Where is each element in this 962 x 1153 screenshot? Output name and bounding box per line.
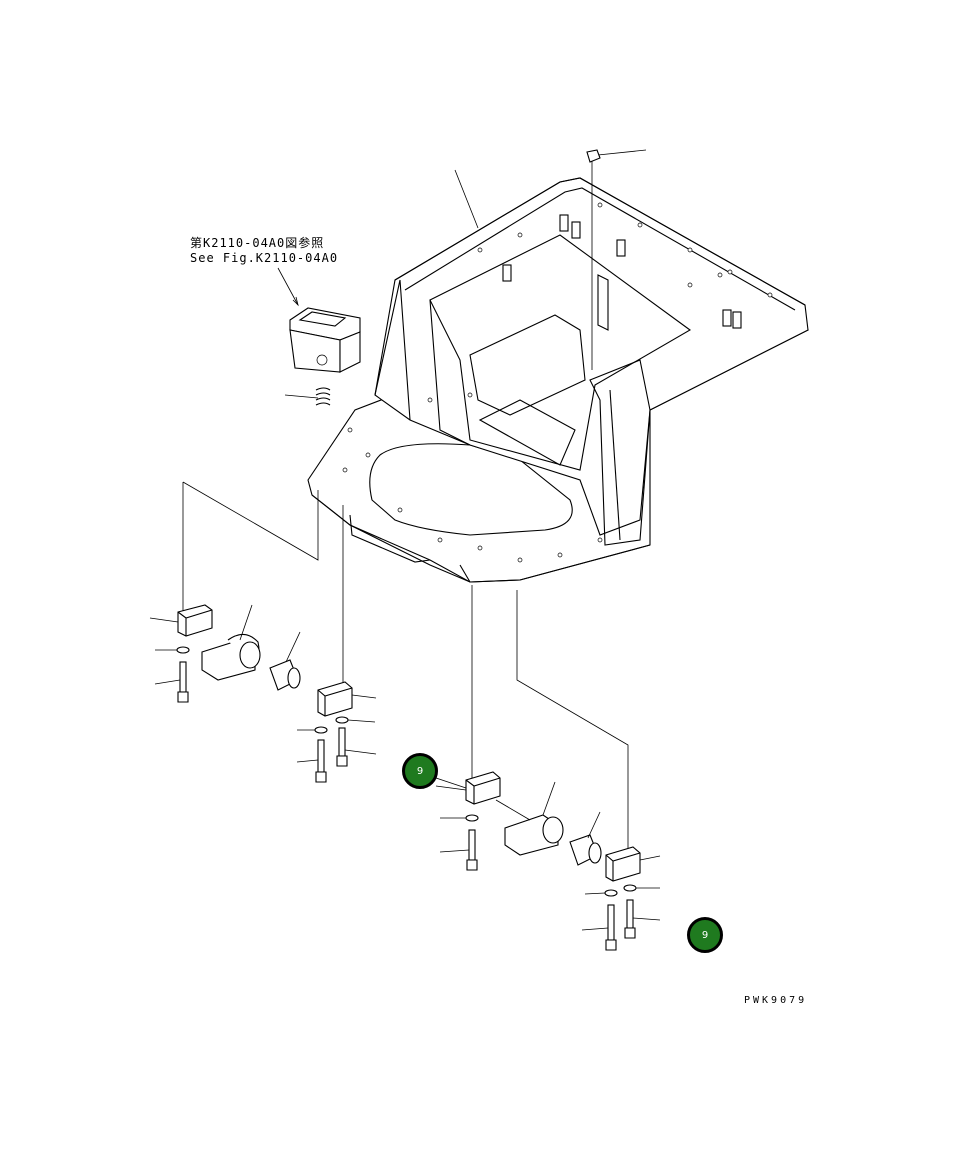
callout-badge-1-label: 9 xyxy=(416,765,424,777)
mount-assembly-left xyxy=(149,481,377,783)
leader-frame xyxy=(454,169,479,229)
callout-badge-2[interactable]: 9 xyxy=(687,917,723,953)
reference-note-jp: 第K2110-04A0図参照 xyxy=(190,236,325,250)
reference-note-en: See Fig.K2110-04A0 xyxy=(190,251,339,265)
drawing-code: PWK9079 xyxy=(744,995,808,1006)
plug xyxy=(586,149,601,163)
callout-badge-1[interactable]: 9 xyxy=(402,753,438,789)
callout-badge-2-label: 9 xyxy=(701,929,709,941)
leader-plug xyxy=(597,149,647,156)
referenced-box-assembly xyxy=(277,267,361,406)
floor-frame xyxy=(307,177,809,583)
mount-assembly-right xyxy=(411,585,661,951)
